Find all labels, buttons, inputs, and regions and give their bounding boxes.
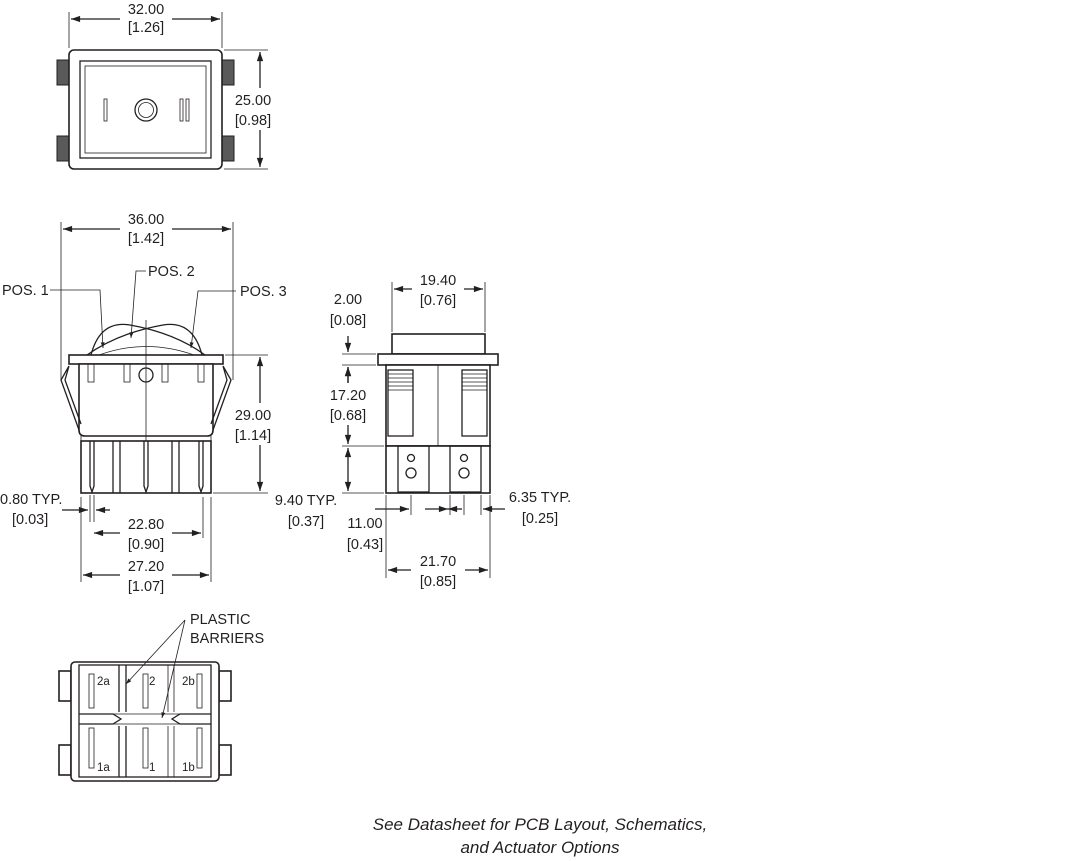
plastic-barriers-label-line2: BARRIERS [190,631,264,647]
bottom-clip-left-lower [58,744,72,776]
end-body-width-mm: 21.70 [420,554,456,570]
top-view-clip-left-upper [56,59,70,86]
terminal-pitch-mm: 11.00 [347,516,382,532]
bottom-clip-left-upper [58,670,72,702]
side-terminal-right [198,441,204,495]
top-height-mm: 25.00 [235,93,271,109]
side-clip-left [60,365,82,431]
actuator-width-mm: 19.40 [420,273,456,289]
side-body-width-mm: 27.20 [128,559,164,575]
actuator-width-in: [0.76] [420,293,456,309]
terminal-length-mm: 9.40 TYP. [275,493,337,509]
body-height-in: [0.68] [330,408,366,424]
body-height-mm: 17.20 [330,388,366,404]
terminal-2-label: 2 [149,676,155,688]
barrier-leader-2 [161,619,186,719]
end-terminal-left [397,445,430,493]
side-clip-right [210,365,232,431]
terminal-2a-label: 2a [97,676,110,688]
top-view-bezel [68,49,223,170]
symbol-on-icon [103,98,108,122]
terminal-thickness-in: [0.03] [12,512,48,528]
terminal-2b-label: 2b [182,676,195,688]
top-height-in: [0.98] [235,113,271,129]
side-terminal-block [80,440,212,494]
terminal-width-mm: 6.35 TYP. [509,490,571,506]
side-overall-width-in: [1.42] [128,231,164,247]
pos2-label: POS. 2 [148,264,195,280]
terminal-pitch-in: [0.43] [347,537,383,553]
end-terminal-block [385,445,491,494]
terminal-thickness-mm: 0.80 TYP. [0,492,62,508]
end-actuator [391,333,486,355]
symbol-off-icon [134,98,158,122]
end-view: 19.40 [0.76] 2.00 [0.08] 17.20 [0.68] 9.… [275,270,571,591]
bezel-height-in: [0.08] [330,313,366,329]
terminal-width-in: [0.25] [522,511,558,527]
side-height-in: [1.14] [235,428,271,444]
side-terminal-left [89,441,95,495]
end-bezel [377,353,499,366]
plastic-barrier-vertical [118,665,127,777]
top-view-clip-right-lower [221,135,235,162]
side-overall-width-mm: 36.00 [128,212,164,228]
terminal-1b-label: 1b [182,762,195,774]
plastic-barrier-horizontal [79,713,211,725]
top-view-actuator-outer [79,60,212,159]
terminal-1-label: 1 [149,762,155,774]
terminal-1a-label: 1a [97,762,110,774]
side-view: 36.00 [1.42] POS. 1 POS. 2 [0,210,287,596]
datasheet-note-line1: See Datasheet for PCB Layout, Schematics… [372,815,708,834]
actuator-pos1-outline [90,323,206,356]
datasheet-note: See Datasheet for PCB Layout, Schematics… [0,815,1080,858]
barrier-leader-1 [125,619,186,685]
top-view: 32.00 [1.26] 25.00 [0.98] [56,2,282,170]
bottom-clip-right-lower [218,744,232,776]
terminal-length-in: [0.37] [288,514,324,530]
symbol-on2-icon-bar1 [179,98,184,122]
pos3-label: POS. 3 [240,284,287,300]
bezel-height-mm: 2.00 [334,292,362,308]
side-body-width-in: [1.07] [128,579,164,595]
side-height-mm: 29.00 [235,408,271,424]
actuator-pos3-outline [86,323,203,356]
bottom-housing [70,661,220,782]
datasheet-note-line2: and Actuator Options [460,838,620,857]
top-view-clip-left-lower [56,135,70,162]
top-width-mm: 32.00 [128,2,164,18]
side-terminal-center [143,441,149,495]
end-body-width-in: [0.85] [420,574,456,590]
terminal-spacing-in: [0.90] [128,537,164,553]
pos1-label: POS. 1 [2,283,49,299]
bottom-clip-right-upper [218,670,232,702]
symbol-on2-icon-bar2 [185,98,190,122]
plastic-barriers-label-line1: PLASTIC [190,612,250,628]
top-view-clip-right-upper [221,59,235,86]
bottom-view: 2a 2 2b 1a 1 1b PLASTIC BARRIERS [58,612,264,782]
terminal-spacing-mm: 22.80 [128,517,164,533]
top-view-actuator-inner [84,65,207,154]
top-width-in: [1.26] [128,20,164,36]
end-terminal-right [449,445,482,493]
